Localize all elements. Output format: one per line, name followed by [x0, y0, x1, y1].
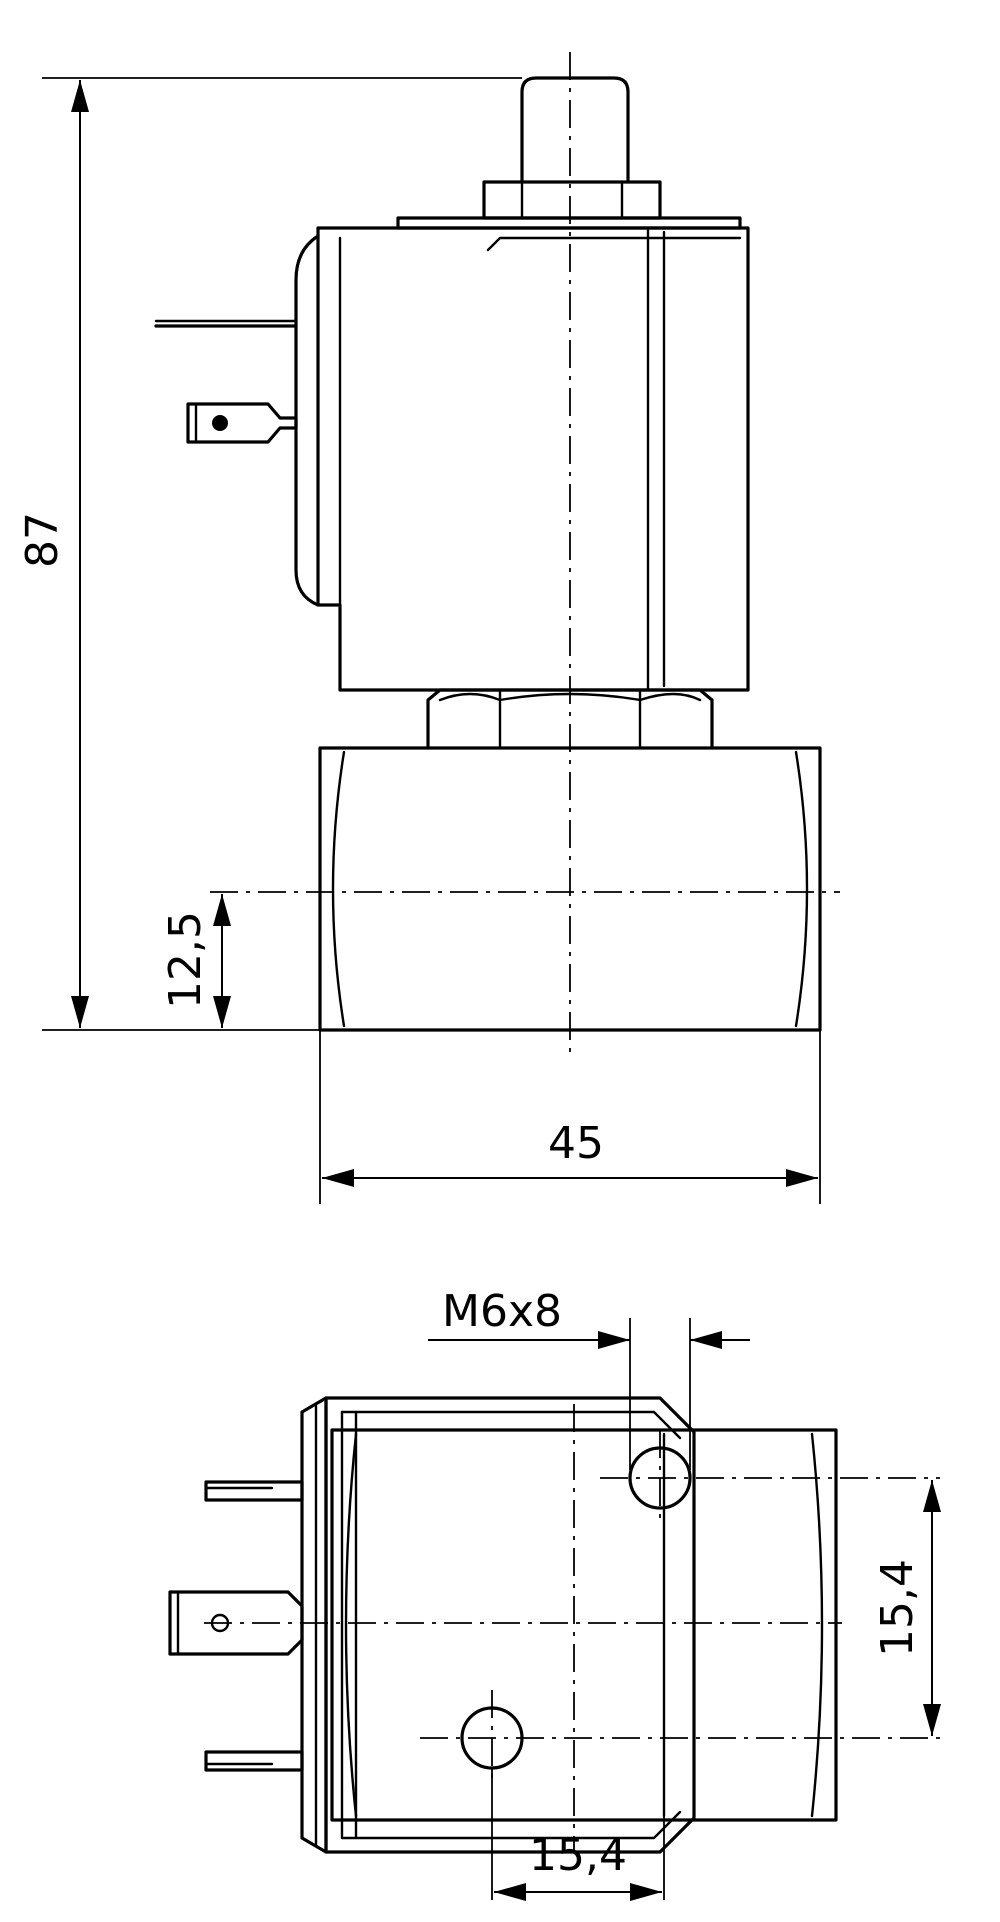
- dim-label-15-4-vertical: 15,4: [872, 1559, 923, 1657]
- terminal-tab: [186, 402, 298, 444]
- dimension-12-5: 12,5: [160, 894, 231, 1028]
- top-connector-block: [300, 1396, 328, 1854]
- dim-label-87: 87: [17, 512, 68, 568]
- dimension-15-4-vertical: 15,4: [872, 1480, 941, 1736]
- top-terminal-upper: [204, 1480, 304, 1502]
- stem-nut: [482, 180, 662, 220]
- side-view: 87 12,5 45: [17, 52, 840, 1204]
- body-hex-nut: [426, 688, 714, 750]
- dimension-m6x8: M6x8: [428, 1286, 750, 1470]
- coil-body: [316, 226, 750, 692]
- valve-body: [318, 746, 822, 1032]
- top-terminal-lower: [204, 1750, 304, 1772]
- dimension-87: 87: [17, 80, 89, 1028]
- dim-label-45: 45: [548, 1118, 604, 1169]
- stem-knob: [520, 76, 630, 184]
- dimension-45: 45: [319, 1030, 821, 1204]
- top-coil-outline: [324, 1396, 696, 1854]
- top-terminal-middle: [168, 1590, 304, 1656]
- dim-label-12-5: 12,5: [160, 911, 211, 1009]
- top-view: M6x8 15,4 15,4: [168, 1286, 941, 1901]
- dim-label-15-4-horizontal: 15,4: [529, 1830, 627, 1881]
- connector-housing: [294, 234, 320, 607]
- top-body: [330, 1428, 838, 1822]
- terminal-screw-icon: [212, 415, 228, 431]
- dimension-15-4-horizontal: 15,4: [491, 1768, 665, 1901]
- dim-label-m6x8: M6x8: [442, 1286, 562, 1337]
